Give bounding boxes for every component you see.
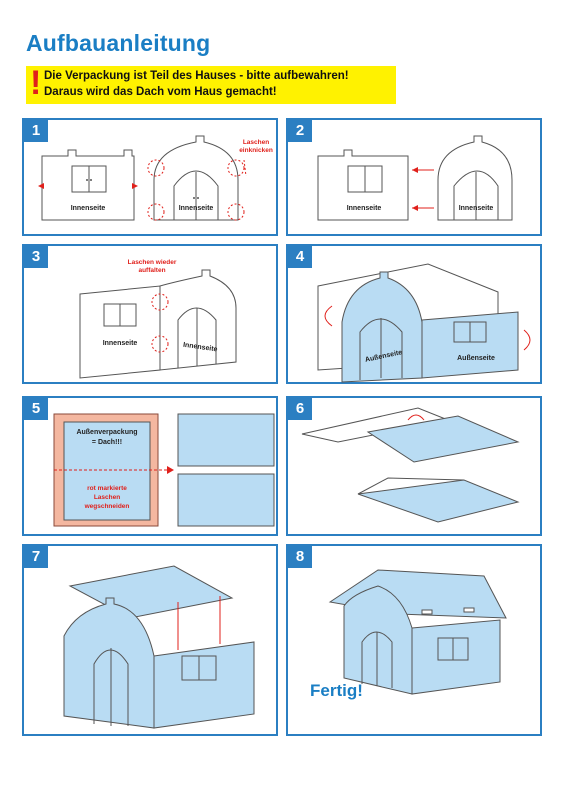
step-6-number: 6 [288,398,312,420]
step-8-illustration [328,569,507,695]
warning-banner: ! Die Verpackung ist Teil des Hauses - b… [26,64,396,104]
step-4-label-b: Außenseite [457,355,495,362]
step-7-illustration [63,565,255,729]
step-3-label-b: Innenseite [183,342,218,354]
step-7-panel: 7 [22,544,278,736]
step-8-number: 8 [288,546,312,568]
step-2-label-a: Innenseite [347,205,382,212]
step-1-note-1: Laschen [243,139,269,146]
step-1-note-2: einknicken [239,147,273,154]
step-3-illustration: Innenseite Innenseite Laschen wieder auf… [79,259,237,379]
warning-line-2: Daraus wird das Dach vom Haus gemacht! [44,86,277,98]
step-4-illustration: Außenseite Außenseite [317,263,531,383]
step-5-note-2: Laschen [94,494,120,501]
step-3-label-a: Innenseite [103,340,138,347]
step-1-panel: 1 Innenseite Innenseite Laschen einknick… [22,118,278,236]
step-8-panel: 8 Fertig! [286,544,542,736]
step-4-number: 4 [288,246,312,268]
done-label: Fertig! [310,681,363,700]
exclamation-icon: ! [30,64,42,102]
step-2-illustration: Innenseite Innenseite [317,135,513,221]
step-2-panel: 2 Innenseite Innenseite [286,118,542,236]
step-5-number: 5 [24,398,48,420]
step-5-illustration: Außenverpackung = Dach!!! rot markierte … [53,413,275,527]
step-1-number: 1 [24,120,48,142]
step-3-note-1: Laschen wieder [128,259,177,266]
step-3-panel: 3 Innenseite Innenseite Laschen wieder a… [22,244,278,384]
step-6-panel: 6 [286,396,542,536]
step-6-illustration [301,407,520,523]
step-3-note-2: auffalten [138,267,165,274]
step-4-panel: 4 Außenseite Außenseite [286,244,542,384]
step-5-panel: 5 Außenverpackung = Dach!!! rot markiert… [22,396,278,536]
step-3-number: 3 [24,246,48,268]
step-5-note-1: rot markierte [87,485,127,492]
step-5-label-1: Außenverpackung [76,429,137,436]
step-7-number: 7 [24,546,48,568]
step-1-illustration: Innenseite Innenseite Laschen einknicken [38,135,273,221]
step-5-note-3: wegschneiden [84,503,130,510]
page-title: Aufbauanleitung [26,30,211,56]
step-2-label-b: Innenseite [459,205,494,212]
step-2-number: 2 [288,120,312,142]
step-5-label-2: = Dach!!! [92,439,122,446]
step-1-label-a: Innenseite [71,205,106,212]
warning-line-1: Die Verpackung ist Teil des Hauses - bit… [44,70,349,82]
step-1-label-b: Innenseite [179,205,214,212]
